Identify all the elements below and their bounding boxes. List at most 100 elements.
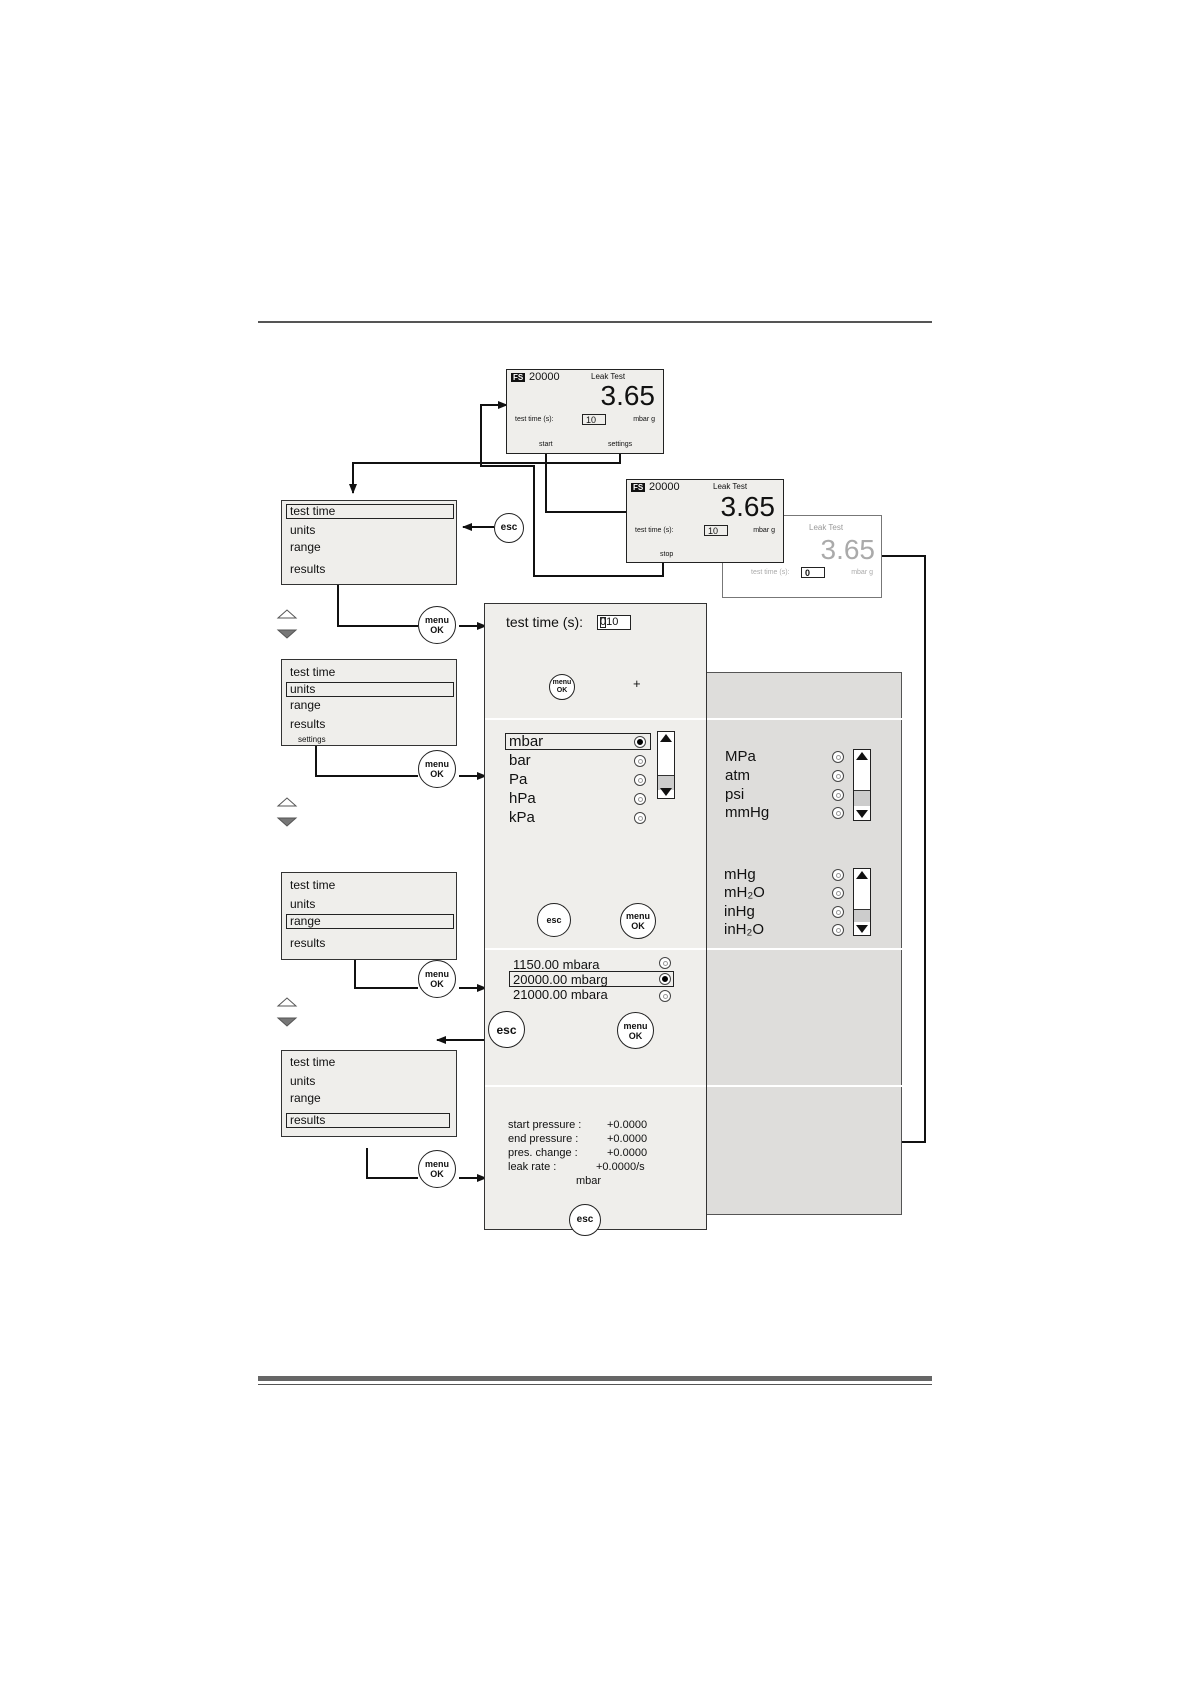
esc-button[interactable]: esc	[569, 1204, 601, 1236]
scroll-up-icon[interactable]	[856, 752, 868, 760]
radio-range-20000[interactable]	[659, 973, 671, 985]
units-scrollbar[interactable]	[657, 731, 675, 799]
menu-item-units[interactable]: units	[290, 897, 316, 911]
radio-kpa[interactable]	[634, 812, 646, 824]
unit-psi[interactable]: psi	[725, 786, 745, 803]
radio-mpa[interactable]	[832, 751, 844, 763]
screen-title: Leak Test	[591, 372, 626, 381]
result-value-end: +0.0000	[607, 1133, 648, 1145]
range-selection-highlight	[509, 971, 674, 987]
scroll-up-icon[interactable]	[856, 871, 868, 879]
unit-atm[interactable]: atm	[725, 767, 751, 784]
scroll-down-icon[interactable]	[856, 925, 868, 933]
menu-item-range[interactable]: range	[290, 540, 321, 554]
scroll-down-icon[interactable]	[660, 788, 672, 796]
radio-mmhg[interactable]	[832, 807, 844, 819]
menu-item-units[interactable]: units	[290, 523, 316, 537]
unit-bar[interactable]: bar	[509, 752, 531, 769]
unit-kpa[interactable]: kPa	[509, 809, 535, 826]
reading: 3.65	[720, 491, 776, 522]
scroll-thumb[interactable]	[658, 775, 674, 790]
unit-mhg[interactable]: mHg	[724, 866, 756, 883]
unit-mh2o[interactable]: mH₂O	[724, 884, 765, 901]
radio-psi[interactable]	[832, 789, 844, 801]
test-time-value: 10	[704, 525, 728, 536]
unit-selection-highlight	[505, 733, 651, 750]
scroll-up-icon[interactable]	[660, 734, 672, 742]
unit-mmhg[interactable]: mmHg	[725, 804, 770, 821]
screen-title: Leak Test	[713, 482, 748, 491]
test-time-edit-value: 010	[600, 616, 619, 628]
radio-mh2o[interactable]	[832, 887, 844, 899]
esc-button[interactable]: esc	[488, 1011, 525, 1048]
stop-softkey[interactable]: stop	[660, 551, 674, 558]
menu-item-results[interactable]: results	[290, 717, 326, 731]
menu-item-units[interactable]: units	[290, 682, 316, 696]
menu-item-test-time[interactable]: test time	[290, 1055, 336, 1069]
top-rule	[258, 321, 932, 323]
result-label-start: start pressure :	[508, 1119, 582, 1131]
scroll-thumb[interactable]	[854, 909, 870, 922]
radio-atm[interactable]	[832, 770, 844, 782]
menu-item-results[interactable]: results	[290, 562, 326, 576]
result-value-start: +0.0000	[607, 1119, 648, 1131]
scroll-thumb[interactable]	[854, 790, 870, 806]
test-time-value[interactable]: 10	[582, 414, 606, 425]
menu-item-range[interactable]: range	[290, 1091, 321, 1105]
selection-highlight	[286, 914, 454, 929]
units-scrollbar[interactable]	[853, 749, 871, 821]
menu-item-units[interactable]: units	[290, 1074, 316, 1088]
menu-item-range[interactable]: range	[290, 914, 321, 928]
range-option-20000[interactable]: 20000.00 mbarg	[513, 972, 608, 987]
unit-inh2o[interactable]: inH₂O	[724, 921, 764, 938]
units-scrollbar[interactable]	[853, 868, 871, 936]
settings-menu-range: test time units range results	[281, 872, 457, 960]
esc-button[interactable]: esc	[494, 513, 524, 543]
start-softkey[interactable]: start	[539, 441, 553, 448]
radio-inhg[interactable]	[832, 906, 844, 918]
scroll-down-icon[interactable]	[856, 810, 868, 818]
radio-mbar[interactable]	[634, 736, 646, 748]
esc-button[interactable]: esc	[537, 903, 571, 937]
menu-item-results[interactable]: results	[290, 936, 326, 950]
radio-bar[interactable]	[634, 755, 646, 767]
unit-pa[interactable]: Pa	[509, 771, 528, 788]
result-value-leak-rate: +0.0000/s	[596, 1161, 645, 1173]
panel-divider	[485, 1085, 706, 1087]
plus-icon: +	[633, 676, 641, 691]
reading: 3.65	[600, 380, 656, 411]
menu-item-results[interactable]: results	[290, 1113, 326, 1127]
radio-pa[interactable]	[634, 774, 646, 786]
settings-menu-test-time: test time units range results	[281, 500, 457, 585]
fs-value: 20000	[529, 371, 560, 383]
unit-mbar[interactable]: mbar	[509, 733, 544, 750]
radio-hpa[interactable]	[634, 793, 646, 805]
reading: 3.65	[820, 534, 876, 565]
menu-item-test-time[interactable]: test time	[290, 665, 336, 679]
unit-hpa[interactable]: hPa	[509, 790, 536, 807]
selection-highlight	[286, 1113, 450, 1128]
radio-range-1150[interactable]	[659, 957, 671, 969]
menu-item-test-time[interactable]: test time	[290, 504, 336, 518]
radio-range-21000[interactable]	[659, 990, 671, 1002]
test-time-edit-field[interactable]: 0 010	[597, 615, 631, 630]
unit-mpa[interactable]: MPa	[725, 748, 756, 765]
radio-inh2o[interactable]	[832, 924, 844, 936]
menu-item-test-time[interactable]: test time	[290, 878, 336, 892]
fs-value: 20000	[649, 481, 680, 493]
settings-softkey[interactable]: settings	[608, 441, 633, 448]
radio-mhg[interactable]	[832, 869, 844, 881]
unit-inhg[interactable]: inHg	[724, 903, 755, 920]
selection-highlight	[286, 504, 454, 519]
panel-divider	[485, 718, 706, 720]
range-option-21000[interactable]: 21000.00 mbara	[513, 987, 608, 1002]
range-option-1150[interactable]: 1150.00 mbara	[513, 957, 600, 972]
menu-item-range[interactable]: range	[290, 698, 321, 712]
